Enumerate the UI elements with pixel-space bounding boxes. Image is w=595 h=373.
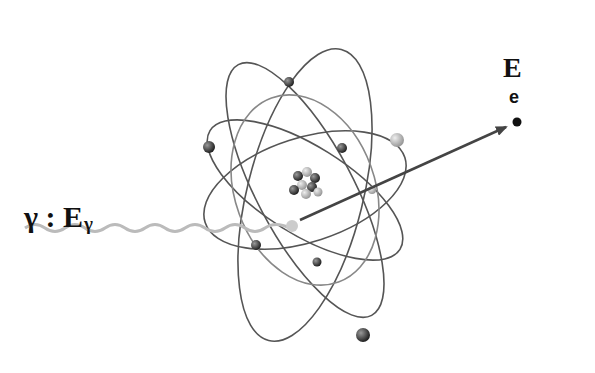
electron-path-arrow bbox=[300, 127, 506, 220]
ejected-electron bbox=[513, 118, 522, 127]
electrons bbox=[203, 77, 404, 342]
electron-energy-label: E bbox=[503, 54, 522, 82]
nucleus bbox=[289, 167, 323, 199]
gamma-energy-label: γ : E bbox=[24, 202, 83, 232]
gamma-subscript: γ bbox=[84, 214, 93, 233]
electron-subscript: e bbox=[509, 88, 519, 106]
interaction-point bbox=[286, 220, 298, 232]
electron-orbits bbox=[187, 35, 424, 354]
